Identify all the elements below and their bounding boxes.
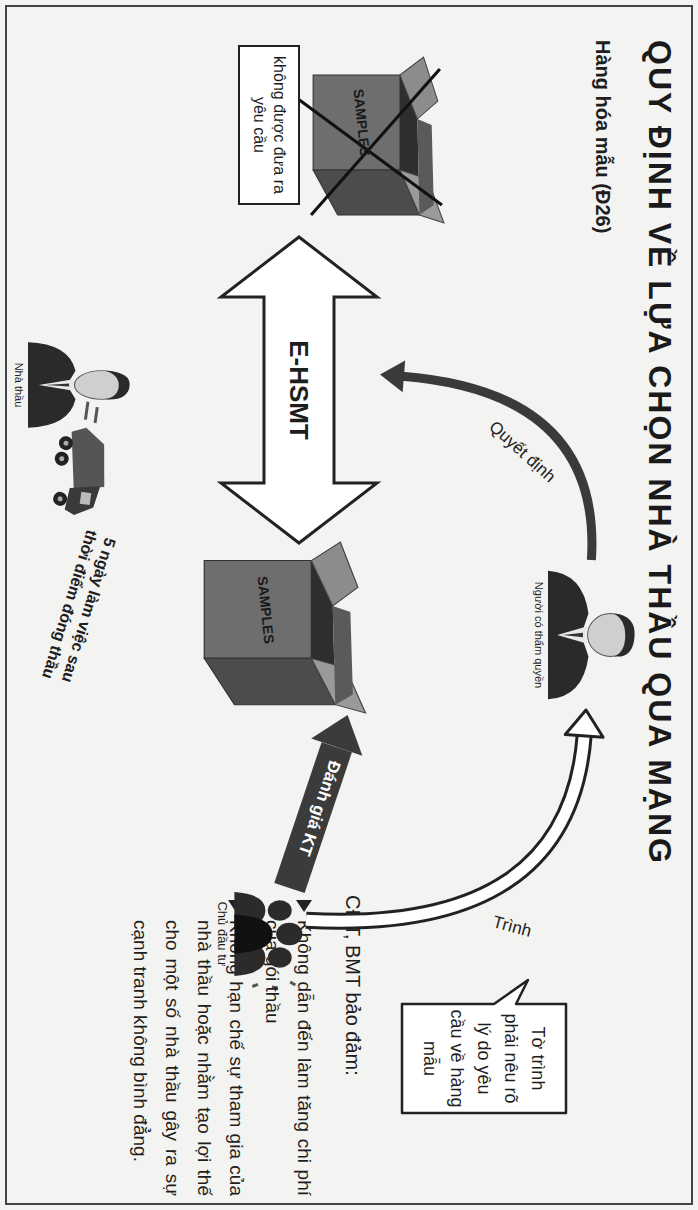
figure-area — [548, 560, 640, 710]
person-icon — [548, 560, 640, 710]
figure-label: Người có thẩm quyền — [532, 560, 546, 710]
figure-label: Nhà thầu — [12, 335, 26, 435]
page-title: QUY ĐỊNH VỀ LỰA CHỌN NHÀ THẦU QUA MẠNG — [641, 40, 678, 865]
note-box: không được đưa ra yêu cầu — [238, 45, 300, 205]
subtitle: Hàng hóa mẫu (Đ26) — [591, 40, 614, 233]
block-arrow — [274, 715, 362, 893]
note-heading: CĐT, BMT bảo đảm: — [341, 895, 364, 1076]
box-drawing — [198, 540, 368, 715]
deadline-note: 5 ngày làm việc sau thời điểm đóng thầu — [34, 516, 124, 698]
person-icon — [28, 335, 136, 435]
person-figure: Nhà thầu — [12, 335, 136, 435]
box-drawing — [308, 55, 446, 225]
bullet-text: Không hạn chế sự tham gia của nhà thầu h… — [124, 920, 252, 1196]
sample-box: SAMPLES — [198, 540, 368, 715]
sample-box: SAMPLES — [308, 55, 446, 225]
edge-label: Quyết định — [485, 417, 559, 487]
figure-area — [28, 335, 136, 435]
edge-label: Trình — [491, 912, 534, 941]
figure-area — [232, 888, 306, 980]
arrow-text: E-HSMT — [284, 340, 315, 440]
edge-label: Đánh giá KT — [293, 757, 344, 857]
double-arrow-box: E-HSMT — [218, 235, 380, 545]
callout-box: Tờ trình phải nêu rõ lý do yêu cầu về hà… — [400, 980, 568, 1115]
people-group: Chủ đầu tư — [214, 888, 306, 980]
bullet-marker — [296, 900, 312, 912]
box-text: không được đưa ra yêu cầu — [249, 55, 289, 195]
curved-arrow — [306, 710, 603, 921]
person-figure: Người có thẩm quyền — [532, 560, 640, 710]
people-icon — [232, 888, 306, 980]
callout-text: Tờ trình phải nêu rõ lý do yêu cầu về hà… — [417, 1008, 552, 1109]
figure-label: Chủ đầu tư — [214, 878, 230, 990]
curved-arrow — [380, 360, 592, 560]
page-frame — [6, 6, 692, 1204]
